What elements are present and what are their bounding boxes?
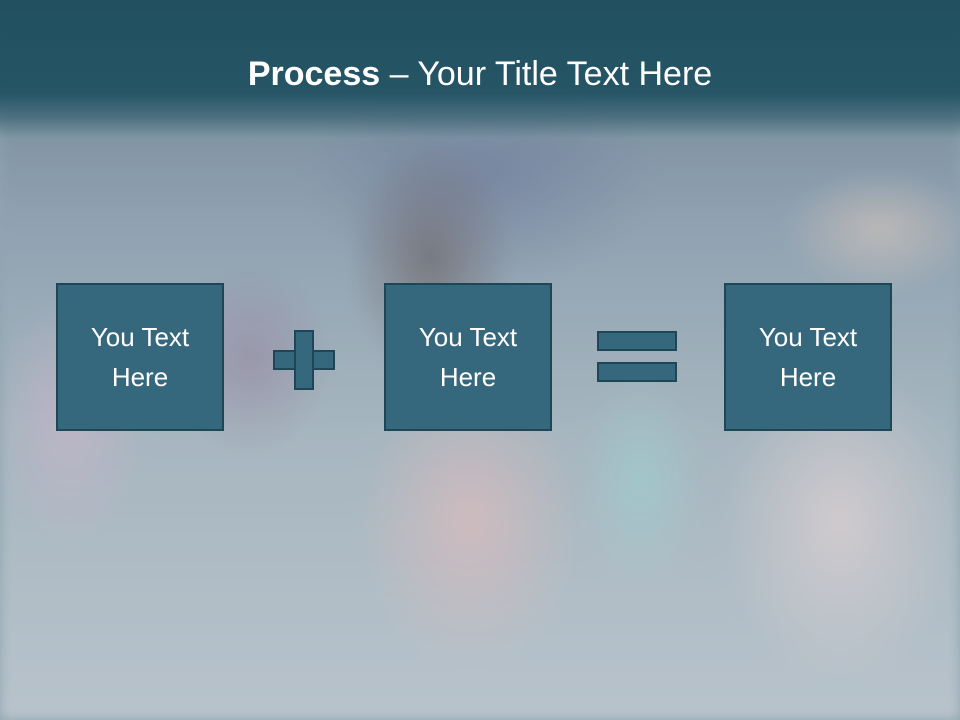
- equals-bottom-bar: [597, 362, 677, 382]
- text-box-1[interactable]: You Text Here: [56, 283, 224, 431]
- plus-center: [296, 352, 312, 368]
- equals-icon: [597, 331, 677, 383]
- plus-icon: [273, 330, 335, 390]
- text-box-2-line2: Here: [439, 362, 497, 392]
- slide-title[interactable]: Process – Your Title Text Here: [0, 52, 960, 96]
- title-bold: Process: [247, 55, 381, 93]
- title-rest: – Your Title Text Here: [380, 55, 713, 93]
- text-box-2[interactable]: You Text Here: [384, 283, 552, 431]
- text-box-2-line1: You Text: [418, 322, 518, 352]
- text-box-3[interactable]: You Text Here: [724, 283, 892, 431]
- text-box-1-line1: You Text: [90, 322, 190, 352]
- title-band: [0, 0, 960, 150]
- text-box-3-line1: You Text: [758, 322, 858, 352]
- text-box-3-line2: Here: [779, 362, 837, 392]
- text-box-1-line2: Here: [111, 362, 169, 392]
- equals-top-bar: [597, 331, 677, 351]
